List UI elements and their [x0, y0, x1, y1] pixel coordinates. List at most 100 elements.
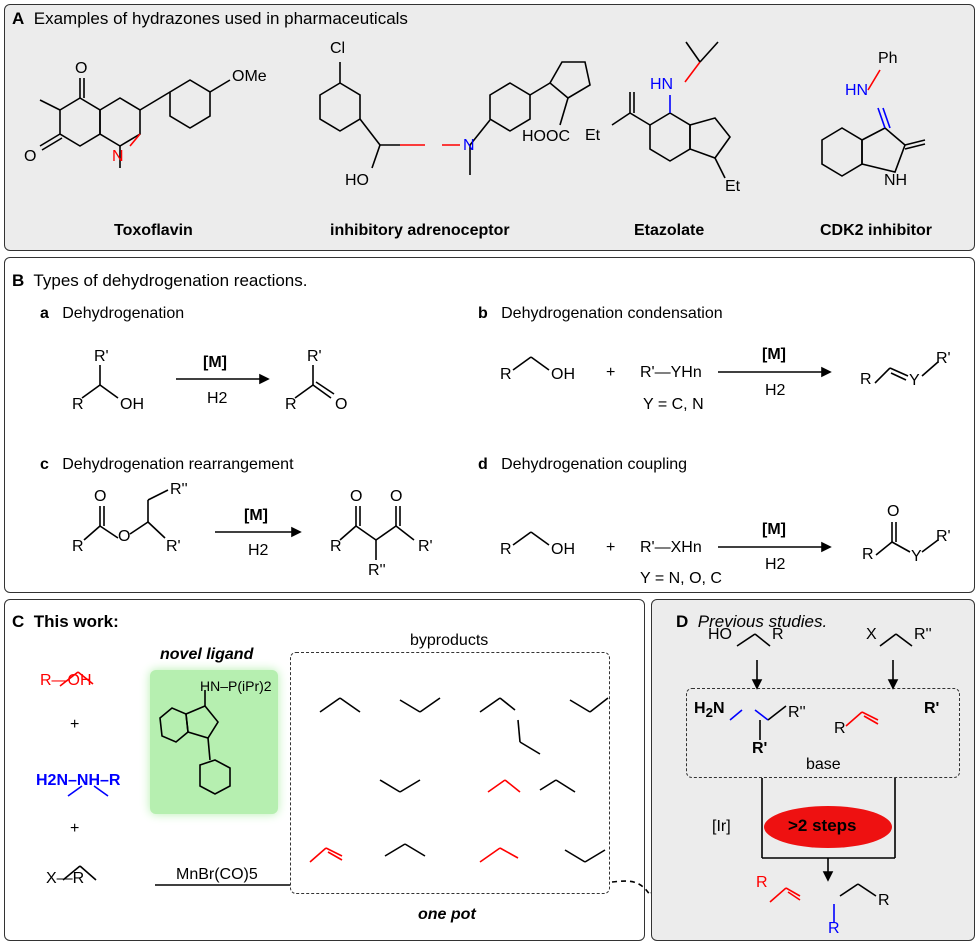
d-rpp-label: R'' [914, 626, 932, 643]
rxn-b-plus: + [606, 364, 616, 381]
reaction-d-heading: d Dehydrogenation coupling [478, 456, 687, 474]
panel-b-title-text: Types of dehydrogenation reactions. [33, 271, 308, 290]
panel-b-letter: B [12, 271, 25, 290]
rxn-c-o4: O [390, 488, 403, 505]
rxn-d-plus: + [606, 539, 616, 556]
rxn-a-o: O [335, 396, 348, 413]
d-rp-label: R' [752, 740, 768, 757]
steps-label: >2 steps [788, 816, 857, 835]
rxn-a-h2: H2 [207, 390, 228, 407]
toxoflavin-ome-label: OMe [232, 68, 267, 85]
rxn-c-o2: O [118, 528, 131, 545]
product-r-label: R [756, 874, 768, 891]
ligand-box [150, 670, 278, 814]
rxn-c-o1: O [94, 488, 107, 505]
reaction-a-heading: a Dehydrogenation [40, 305, 184, 323]
panel-a-letter: A [12, 9, 25, 28]
d-r2-label: R [834, 720, 846, 737]
rxn-d-prod-y: Y [911, 548, 922, 565]
panel-c [4, 599, 645, 941]
cdk2-ph-label: Ph [878, 50, 898, 67]
toxoflavin-structure [39, 78, 231, 168]
reaction-c-letter: c [40, 456, 49, 473]
rxn-d-prod-o: O [887, 503, 900, 520]
panel-c-title-text: This work: [33, 612, 119, 631]
byproducts-box [290, 652, 610, 894]
rxn-a-rp1: R' [94, 348, 109, 365]
compound-name-toxoflavin: Toxoflavin [114, 222, 193, 239]
rxn-c-rpp2: R'' [368, 562, 386, 579]
reaction-c-heading: c Dehydrogenation rearrangement [40, 456, 294, 474]
compound-name-etazolate: Etazolate [634, 222, 705, 239]
rxn-a-r1: R [72, 396, 84, 413]
rxn-b-reagent: R'—YHn [640, 364, 702, 381]
rxn-d-reagent: R'—XHn [640, 539, 702, 556]
intermediates-box [686, 688, 960, 778]
reaction-a-letter: a [40, 305, 49, 322]
panel-d [651, 599, 975, 941]
panel-a-title-text: Examples of hydrazones used in pharmaceu… [33, 9, 408, 28]
rxn-a-rp2: R' [307, 348, 322, 365]
etazolate-et1-label: Et [585, 127, 601, 144]
product-r3-label: R [828, 920, 840, 937]
d-x-label: X [866, 626, 877, 643]
adrenoceptor-hooc-label: HOOC [522, 128, 570, 145]
d-r-label: R [772, 626, 784, 643]
rxn-d-oh: OH [551, 541, 575, 558]
reaction-a-name: Dehydrogenation [62, 305, 185, 322]
reaction-b-heading: b Dehydrogenation condensation [478, 305, 723, 323]
steps-ellipse [764, 806, 892, 848]
rxn-d-prod-rp: R' [936, 528, 951, 545]
toxoflavin-n-label: N [112, 148, 124, 165]
cdk2-nh-label: NH [884, 172, 908, 189]
byproducts-label: byproducts [410, 632, 489, 649]
reaction-d-name: Dehydrogenation coupling [501, 456, 688, 473]
rxn-b-catalyst: [M] [762, 346, 786, 363]
etazolate-et2-label: Et [725, 178, 741, 195]
ir-label: [Ir] [712, 818, 731, 835]
etazolate-structure [611, 41, 732, 179]
plus-2: + [70, 820, 80, 837]
d-ho-label: +HO [708, 626, 732, 643]
d-h2n-label: H2N [694, 700, 725, 721]
etazolate-hn-label: HN [650, 76, 674, 93]
d-rpp2-label: R'' [788, 704, 806, 721]
rxn-c-catalyst: [M] [244, 507, 268, 524]
rxn-c-rp1: R' [166, 538, 181, 555]
rxn-d-prod-r: R [862, 546, 874, 563]
base-label: base [806, 756, 841, 773]
rxn-c-o3: O [350, 488, 363, 505]
panel-d-letter: D [676, 612, 689, 631]
panel-a-title: A Examples of hydrazones used in pharmac… [12, 9, 408, 29]
cdk2-hn-label: HN [845, 82, 869, 99]
adrenoceptor-structure [319, 61, 591, 175]
rxn-d-h2: H2 [765, 556, 786, 573]
rxn-c-rpp1: R'' [170, 481, 188, 498]
rxn-b-note: Y = C, N [643, 396, 704, 413]
reaction-c-name: Dehydrogenation rearrangement [62, 456, 294, 473]
rxn-d-r: R [500, 541, 512, 558]
compound-name-cdk2: CDK2 inhibitor [820, 222, 932, 239]
catalyst-label: MnBr(CO)5 [176, 866, 258, 883]
toxoflavin-o2-label: O [24, 148, 37, 165]
rxn-a-catalyst: [M] [203, 354, 227, 371]
rxn-b-oh: OH [551, 366, 575, 383]
rxn-c-h2: H2 [248, 542, 269, 559]
adrenoceptor-n-label: N [463, 137, 475, 154]
product-r2-label: R [878, 892, 890, 909]
rxn-a-oh: OH [120, 396, 144, 413]
d-rp2-label: R' [924, 700, 940, 717]
compound-name-adrenoceptor: inhibitory adrenoceptor [330, 222, 510, 239]
rxn-c-r: R [72, 538, 84, 555]
adrenoceptor-cl-label: Cl [330, 40, 346, 57]
rxn-a-r2: R [285, 396, 297, 413]
toxoflavin-o1-label: O [75, 60, 88, 77]
panel-a [4, 4, 975, 251]
halide-label: X—R [46, 870, 85, 887]
rxn-c-rp2: R' [418, 538, 433, 555]
reaction-b-letter: b [478, 305, 488, 322]
rxn-b-r: R [500, 366, 512, 383]
ligand-label: novel ligand [160, 646, 254, 663]
